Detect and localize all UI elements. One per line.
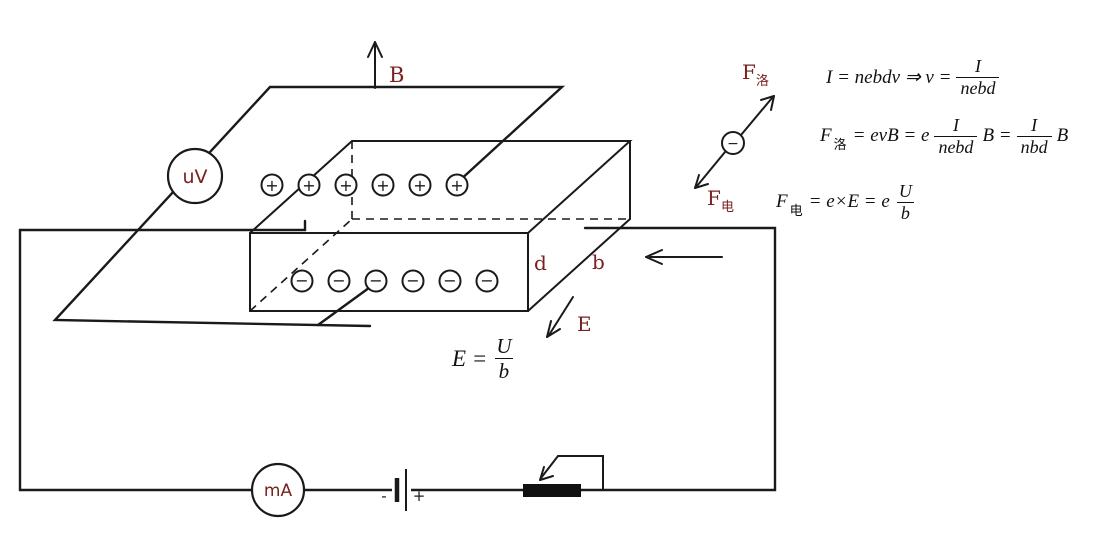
fraction: U b (492, 334, 515, 383)
battery: - + (381, 469, 425, 511)
svg-text:电: 电 (721, 200, 734, 215)
fraction-denominator: nebd (956, 76, 1000, 99)
svg-text:洛: 洛 (756, 74, 769, 89)
positive-charge: + (445, 173, 469, 197)
svg-text:F: F (707, 186, 721, 210)
svg-text:−: − (369, 271, 382, 290)
svg-text:+: + (265, 176, 278, 195)
main-circuit-wire (18, 219, 777, 492)
svg-text:−: − (443, 271, 456, 290)
fraction-denominator: b (896, 201, 914, 224)
slab-front-face (249, 232, 529, 312)
svg-text:+: + (450, 176, 463, 195)
formula-text: B = (982, 125, 1012, 147)
negative-charge: − (475, 269, 499, 293)
microvoltmeter: uV (166, 147, 224, 205)
microvoltmeter-label: uV (182, 166, 207, 188)
lorentz-force-label: F 洛 (742, 60, 769, 89)
e-field-arrow (546, 296, 574, 338)
negative-charge: − (290, 269, 314, 293)
current-direction-arrow (645, 249, 723, 265)
slab-right-face (527, 141, 631, 312)
fraction: I nebd (934, 115, 978, 158)
formula-text: = evB = e (852, 125, 930, 147)
svg-text:+: + (413, 176, 426, 195)
mini-negative-charge: − (721, 131, 745, 155)
width-label: b (592, 250, 605, 274)
battery-plus-label: + (413, 487, 426, 505)
positive-charge: + (408, 173, 432, 197)
formula-text: = e×E = e (808, 191, 890, 213)
formula-text: B (1056, 125, 1069, 147)
lorentz-force-arrow (740, 95, 775, 136)
fraction-numerator: I (1031, 115, 1038, 135)
force-symbol: F (820, 125, 832, 147)
svg-text:+: + (302, 176, 315, 195)
formula-text: I = nebdv ⇒ v = (826, 66, 952, 88)
magnetic-field-label: B (389, 63, 404, 87)
milliammeter: mA (250, 462, 306, 518)
magnetic-field-arrow (367, 41, 383, 89)
formula-field: E = U b (452, 334, 516, 383)
force-subscript: 电 (789, 202, 803, 218)
positive-charge: + (297, 173, 321, 197)
negative-charge: − (364, 269, 388, 293)
force-symbol: F (776, 191, 788, 213)
formula-velocity: I = nebdv ⇒ v = I nebd (826, 56, 1000, 99)
fraction-numerator: U (898, 181, 912, 201)
slab-hidden-edges (249, 141, 630, 312)
fraction-numerator: U (496, 334, 512, 358)
formula-text: E = (452, 345, 488, 371)
fraction-numerator: I (952, 115, 959, 135)
negative-charge: − (327, 269, 351, 293)
force-balance-diagram: − F 洛 F 电 (694, 60, 775, 215)
svg-text:−: − (406, 271, 419, 290)
fraction: I nebd (956, 56, 1000, 99)
fraction-denominator: nbd (1016, 135, 1052, 158)
rheostat (523, 455, 604, 497)
e-field-label: E (577, 312, 592, 336)
svg-text:+: + (339, 176, 352, 195)
positive-charge: + (260, 173, 284, 197)
fraction: U b (895, 181, 916, 223)
rheostat-slider-arrow (539, 455, 559, 481)
fraction: I nbd (1016, 115, 1052, 158)
positive-charge-row: + + + + + + (260, 173, 469, 197)
svg-text:+: + (376, 176, 389, 195)
svg-text:−: − (332, 271, 345, 290)
battery-minus-label: - (381, 487, 386, 505)
fraction-numerator: I (974, 56, 981, 76)
electric-force-label: F 电 (707, 186, 734, 215)
positive-charge: + (334, 173, 358, 197)
fraction-denominator: nebd (934, 135, 978, 158)
svg-text:F: F (742, 60, 756, 84)
negative-charge-row: − − − − − − (290, 269, 499, 293)
positive-charge: + (371, 173, 395, 197)
milliammeter-label: mA (264, 481, 293, 501)
svg-text:−: − (727, 136, 739, 152)
force-subscript: 洛 (833, 136, 847, 152)
negative-charge: − (401, 269, 425, 293)
electric-force-arrow (694, 151, 726, 189)
svg-text:−: − (480, 271, 493, 290)
negative-charge: − (438, 269, 462, 293)
svg-text:−: − (295, 271, 308, 290)
fraction-denominator: b (494, 358, 514, 383)
voltmeter-loop-wire (52, 85, 566, 328)
rheostat-body (523, 484, 581, 497)
thickness-label: d (534, 251, 547, 275)
